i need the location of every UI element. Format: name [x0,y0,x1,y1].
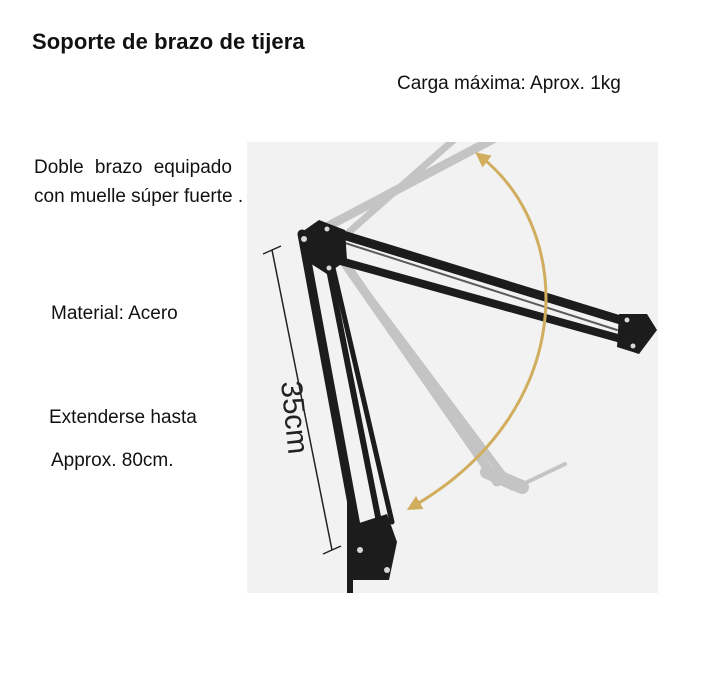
arm-description-line-1: Doble brazo equipado [34,157,232,178]
dimension-line [262,245,342,555]
material-text: Material: Acero [51,303,178,324]
extend-text-line-2: Approx. 80cm. [51,450,174,471]
extend-text-line-1: Extenderse hasta [49,407,197,428]
arm-description-line-2: con muelle súper fuerte . [34,186,244,207]
rotation-arrow [406,152,548,510]
dimension-label: 35cm [274,379,314,455]
photo-background [247,142,658,593]
joint-screws [301,226,636,573]
max-load-text: Carga máxima: Aprox. 1kg [397,73,621,94]
page-title: Soporte de brazo de tijera [32,29,305,54]
arm-joints [299,220,657,580]
scissor-arm-photo: 35cm [247,142,658,593]
